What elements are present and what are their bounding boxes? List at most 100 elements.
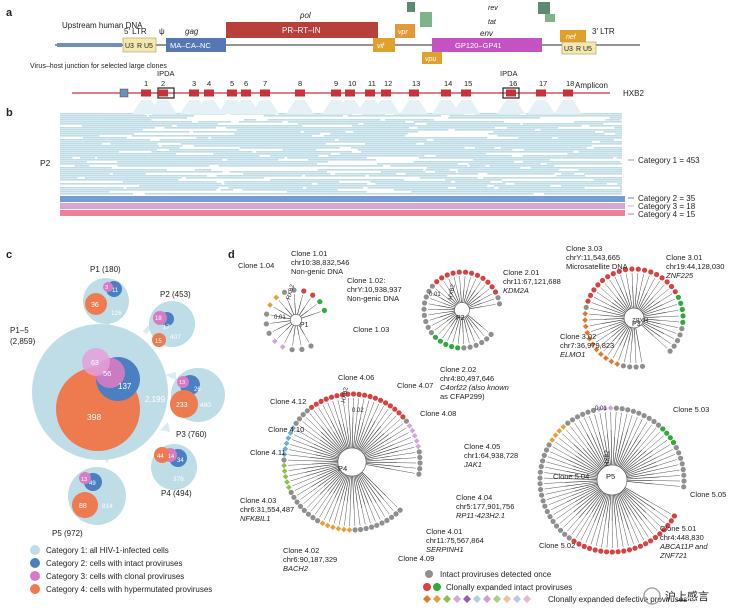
leaf-dot (621, 548, 627, 554)
tree-p5 (537, 404, 687, 555)
leaf-dot (426, 288, 432, 294)
category-3-count: Category 3 = 18 (638, 202, 696, 211)
amplicon-13 (409, 89, 419, 97)
leaf-dot (417, 466, 423, 472)
leaf-diamond (281, 451, 288, 458)
leaf-diamond (607, 404, 614, 412)
leaf-dot (479, 339, 485, 346)
clone-4-11: Clone 4.11 (250, 448, 286, 457)
leaf-diamond (324, 522, 331, 529)
clone-4-03-locus: chr6:31,554,487 (240, 505, 294, 514)
clone-4-05-name: Clone 4.05 (464, 442, 500, 451)
leaf-dot (547, 514, 553, 520)
leaf-dot (538, 486, 544, 493)
leaf-dot (421, 312, 427, 318)
legend-diamond (423, 595, 431, 603)
leaf-dot (667, 348, 673, 354)
clone-4-05-locus: chr1:64,938,728 (464, 451, 518, 460)
leaf-dot (392, 406, 398, 412)
leaf-dot (467, 344, 473, 350)
legend-diamonds (423, 595, 531, 603)
leaf-dot (432, 334, 439, 340)
ltr5-label: 5′ LTR (124, 27, 147, 36)
leaf-dot (484, 336, 490, 342)
leaf-dot (592, 547, 598, 553)
leaf-dot (293, 420, 299, 426)
leaf-diamond (584, 329, 591, 336)
p4-cat4: 44 (157, 454, 164, 460)
amplicon-16 (506, 89, 516, 97)
leaf-diamond (287, 429, 294, 437)
leaf-dot (334, 393, 340, 399)
total-cat3b: 63 (91, 360, 99, 367)
clone-4-03-gene: NFKBIL1 (240, 514, 270, 523)
tat-label: tat (488, 19, 497, 26)
leaf-dot (488, 331, 494, 337)
clone-2-01-name: Clone 2.01 (503, 268, 539, 277)
leaf-dot (266, 330, 272, 336)
leaf-dot (654, 271, 660, 278)
amplicon-label-3: 3 (192, 79, 196, 88)
clone-4-02-locus: chr6:90,187,329 (283, 555, 337, 564)
clone-4-12: Clone 4.12 (270, 397, 306, 406)
leaf-diamond (289, 424, 297, 432)
p3-cat4: 233 (176, 402, 188, 409)
leaf-diamond (586, 335, 593, 342)
leaf-diamond (283, 478, 291, 486)
amplicon-3 (189, 89, 199, 97)
leaf-diamond (282, 473, 289, 480)
amplicon-17 (536, 89, 546, 97)
legend-diamond (513, 595, 521, 603)
panel-label-d: d (228, 249, 235, 261)
legend-diamond (503, 595, 511, 603)
p1-scale: 0.01 (274, 315, 286, 321)
panel-b-participant: P2 (40, 158, 51, 168)
amplicon-11 (365, 89, 375, 97)
leaf-diamond (597, 350, 605, 358)
leaf-dot (310, 515, 316, 521)
hxb2-label: HXB2 (623, 89, 644, 98)
leaf-dot (444, 272, 450, 278)
leaf-dot (421, 306, 427, 312)
leaf-diamond (335, 525, 342, 532)
clone-4-02-name: Clone 4.02 (283, 546, 319, 555)
leaf-dot (679, 461, 685, 467)
leaf-dot (639, 363, 646, 369)
clone-5-02: Clone 5.02 (539, 541, 575, 550)
tree-p3-labels: P3 HXB2 Clone 3.03 chrY:11,543,665 Micro… (560, 244, 724, 359)
p3-hxb2: HXB2 (632, 316, 648, 322)
amplicon-label-1: 1 (144, 79, 148, 88)
legend-cat2: Category 2: cells with intact proviruses (46, 559, 183, 568)
legend-clonal-intact: Clonally expanded intact proviruses (446, 583, 572, 592)
leaf-dot (313, 401, 319, 407)
leaf-dot (339, 392, 345, 398)
leaf-dot (571, 538, 577, 544)
leaf-dot (537, 469, 544, 475)
clone-2-01-gene: KDM2A (503, 286, 529, 295)
clone-4-10: Clone 4.10 (268, 425, 304, 434)
leaf-dot (309, 404, 315, 410)
legend-diamond (433, 595, 441, 603)
ltr3-r: R (576, 46, 581, 53)
upstream-dna-label: Upstream human DNA (62, 21, 143, 30)
leaf-dot (604, 549, 610, 555)
bubble-total: P1–5 (2,859) 2,199 137 56 63 398 (10, 324, 168, 460)
legend-diamond (483, 595, 491, 603)
leaf-dot (496, 301, 503, 307)
leaf-dot (437, 338, 443, 344)
leaf-diamond (593, 346, 600, 353)
leaf-dot (281, 457, 287, 463)
pol-box (226, 22, 378, 38)
panel-label-b: b (6, 107, 13, 119)
legend-green-dot (433, 583, 441, 591)
leaf-dot (317, 299, 323, 305)
leaf-dot (301, 507, 307, 513)
p1-cat3: 3 (105, 285, 108, 291)
leaf-dot (495, 295, 501, 301)
clone-4-01-name: Clone 4.01 (426, 527, 462, 536)
leaf-dot (657, 531, 663, 537)
leaf-dot (289, 347, 295, 353)
leaf-dot (677, 332, 683, 338)
clone-3-03-name: Clone 3.03 (566, 244, 602, 253)
category-1-count: Category 1 = 453 (638, 156, 700, 165)
